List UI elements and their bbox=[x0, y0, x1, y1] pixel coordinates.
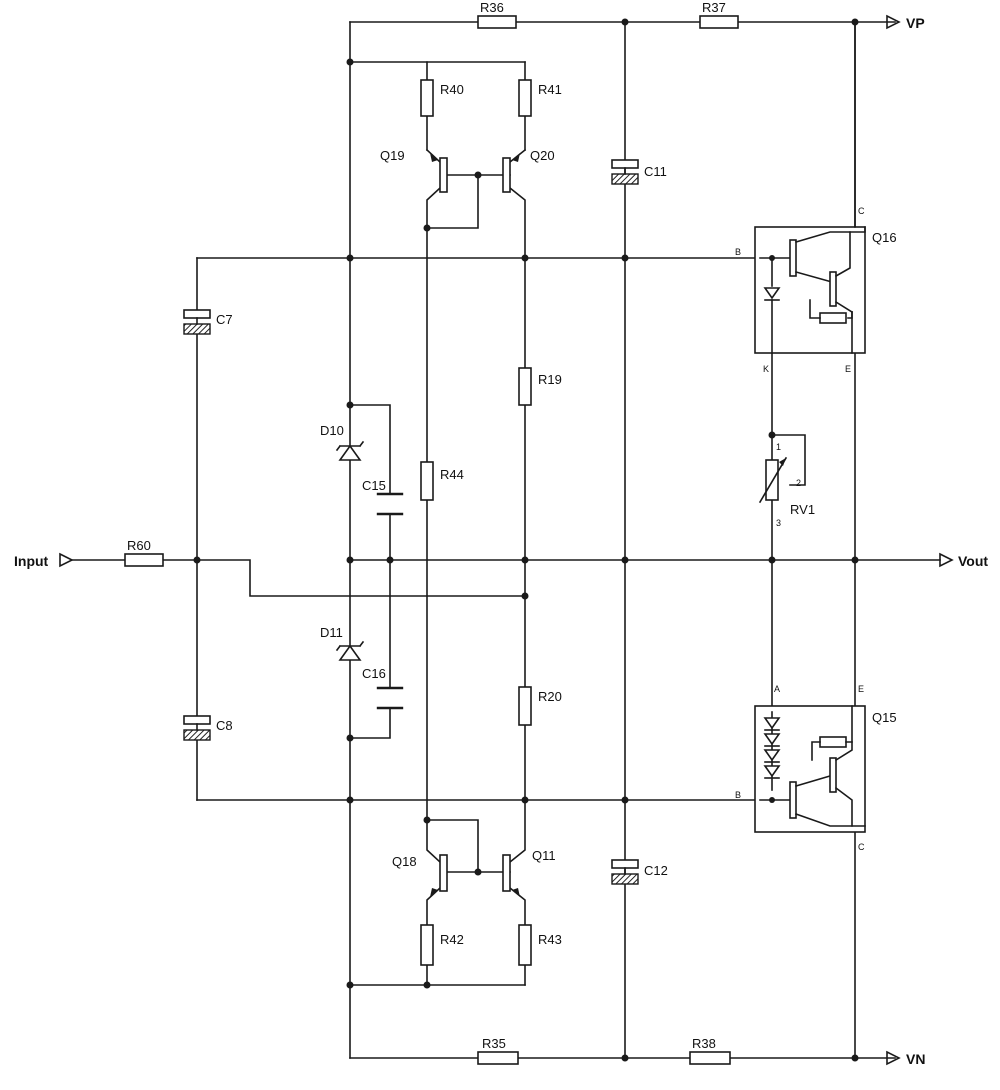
input-label: Input bbox=[14, 553, 49, 569]
r40-label: R40 bbox=[440, 82, 464, 97]
c15-symbol bbox=[376, 492, 404, 516]
wires bbox=[71, 14, 954, 1066]
r35-label: R35 bbox=[482, 1036, 506, 1051]
vp-arrow bbox=[886, 14, 901, 30]
c15-label: C15 bbox=[362, 478, 386, 493]
q15-pin-e: E bbox=[858, 684, 864, 694]
d10-symbol bbox=[335, 440, 365, 461]
r20-body bbox=[518, 686, 532, 726]
q16-pin-c: C bbox=[858, 206, 865, 216]
capacitors: C7 C8 C11 C12 C15 bbox=[183, 159, 668, 885]
rv1-pin-3: 3 bbox=[776, 518, 781, 528]
rv1-symbol bbox=[758, 456, 788, 504]
r19-label: R19 bbox=[538, 372, 562, 387]
r19-body bbox=[518, 367, 532, 406]
r44-body bbox=[420, 461, 434, 501]
junctions bbox=[193, 18, 859, 1062]
vn-label: VN bbox=[906, 1051, 925, 1067]
c11-label: C11 bbox=[644, 164, 667, 179]
rv1-label: RV1 bbox=[790, 502, 815, 517]
q16-pin-b: B bbox=[735, 247, 741, 257]
rv1-pin-2: 2 bbox=[796, 478, 801, 488]
q15-pin-b: B bbox=[735, 790, 741, 800]
r43-body bbox=[518, 924, 532, 966]
c7-label: C7 bbox=[216, 312, 233, 327]
r44-label: R44 bbox=[440, 467, 464, 482]
r42-label: R42 bbox=[440, 932, 464, 947]
r43-label: R43 bbox=[538, 932, 562, 947]
r42-body bbox=[420, 924, 434, 966]
vout-arrow bbox=[939, 552, 954, 568]
c8-symbol bbox=[183, 715, 211, 741]
c16-symbol bbox=[376, 686, 404, 710]
rv1-pin-1: 1 bbox=[776, 442, 781, 452]
c7-symbol bbox=[183, 309, 211, 335]
c16-label: C16 bbox=[362, 666, 386, 681]
r20-label: R20 bbox=[538, 689, 562, 704]
q15-label: Q15 bbox=[872, 710, 897, 725]
q15-module bbox=[754, 705, 866, 833]
q20-symbol bbox=[502, 153, 520, 193]
d10-label: D10 bbox=[320, 423, 344, 438]
input-arrow bbox=[59, 552, 74, 568]
r38-body bbox=[689, 1051, 731, 1065]
q19-label: Q19 bbox=[380, 148, 405, 163]
q18-symbol bbox=[430, 854, 448, 897]
vout-label: Vout bbox=[958, 553, 988, 569]
q16-label: Q16 bbox=[872, 230, 897, 245]
q19-symbol bbox=[430, 153, 448, 193]
r41-label: R41 bbox=[538, 82, 562, 97]
r35-body bbox=[477, 1051, 519, 1065]
q16-module bbox=[754, 21, 866, 354]
r41-body bbox=[518, 79, 532, 117]
vn-arrow bbox=[886, 1050, 901, 1066]
r40-body bbox=[420, 79, 434, 117]
q15-pin-a: A bbox=[774, 684, 780, 694]
r60-body bbox=[124, 553, 164, 567]
c12-label: C12 bbox=[644, 863, 668, 878]
q15-pin-c: C bbox=[858, 842, 865, 852]
q11-label: Q11 bbox=[532, 848, 556, 863]
r37-body bbox=[699, 15, 739, 29]
q20-label: Q20 bbox=[530, 148, 555, 163]
r36-body bbox=[477, 15, 517, 29]
resistors: R36 R37 R40 R41 R19 R44 R60 R20 R42 R43 … bbox=[124, 0, 739, 1065]
diodes: D10 D11 bbox=[320, 423, 365, 661]
d11-label: D11 bbox=[320, 625, 343, 640]
c12-symbol bbox=[611, 859, 639, 885]
r37-label: R37 bbox=[702, 0, 726, 15]
r38-label: R38 bbox=[692, 1036, 716, 1051]
q11-symbol bbox=[502, 854, 520, 897]
d11-symbol bbox=[335, 640, 365, 661]
c8-label: C8 bbox=[216, 718, 233, 733]
r60-label: R60 bbox=[127, 538, 151, 553]
q16-pin-k: K bbox=[763, 364, 769, 374]
q16-pin-e: E bbox=[845, 364, 851, 374]
r36-label: R36 bbox=[480, 0, 504, 15]
c11-symbol bbox=[611, 159, 639, 185]
small-transistors: Q19 Q20 Q18 Q11 bbox=[380, 148, 556, 897]
q18-label: Q18 bbox=[392, 854, 417, 869]
vp-label: VP bbox=[906, 15, 925, 31]
